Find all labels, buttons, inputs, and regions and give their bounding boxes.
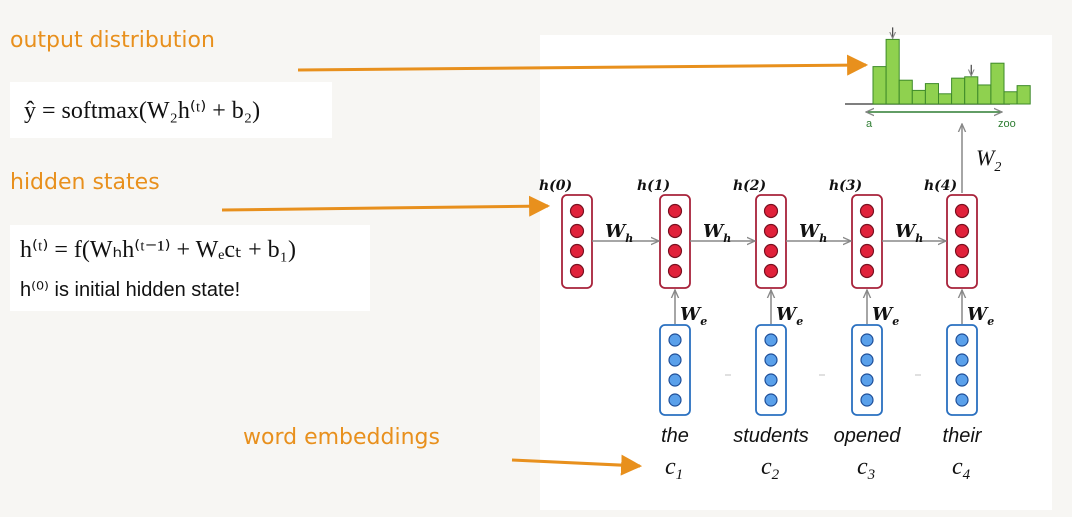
embedding-unit xyxy=(764,333,778,347)
embedding-unit xyxy=(668,353,682,367)
hidden-state-label: h(1) xyxy=(637,178,670,194)
hidden-unit xyxy=(667,223,683,239)
embedding-unit xyxy=(955,393,969,407)
word-label: their xyxy=(943,425,983,447)
histogram-bar xyxy=(990,62,1005,105)
hidden-pointer-arrow xyxy=(221,195,551,217)
embedding-weight-label: We xyxy=(967,304,994,328)
hidden-equation-box: h⁽ᵗ⁾ = f(Wₕh⁽ᵗ⁻¹⁾ + Wₑcₜ + b₁) h⁽⁰⁾ is i… xyxy=(10,225,370,311)
embedding-unit xyxy=(860,393,874,407)
axis-end-label: zoo xyxy=(998,118,1016,130)
embedding-box xyxy=(946,324,978,416)
histogram-bar xyxy=(885,38,900,105)
hidden-unit xyxy=(763,203,779,219)
embedding-weight-label: We xyxy=(680,304,707,328)
hidden-weight-label: Wh xyxy=(895,221,923,245)
hidden-weight-label: Wh xyxy=(799,221,827,245)
hidden-state-label: h(2) xyxy=(733,178,766,194)
word-variable: c3 xyxy=(857,454,875,483)
hidden-unit xyxy=(569,243,585,259)
word-variable: c4 xyxy=(952,454,971,483)
histogram-bar xyxy=(898,79,913,105)
word-embeddings-label: word embeddings xyxy=(243,425,440,450)
hidden-unit xyxy=(569,263,585,279)
embedding-box xyxy=(755,324,787,416)
embedding-unit xyxy=(860,373,874,387)
embedding-unit xyxy=(955,333,969,347)
embedding-unit xyxy=(860,333,874,347)
hidden-unit xyxy=(667,203,683,219)
embedding-unit xyxy=(668,333,682,347)
hidden-unit xyxy=(859,223,875,239)
hidden-unit xyxy=(763,243,779,259)
initial-hidden-note: h⁽⁰⁾ is initial hidden state! xyxy=(20,279,241,301)
output-distribution-label: output distribution xyxy=(10,28,215,53)
embedding-weight-label: We xyxy=(872,304,899,328)
hidden-unit xyxy=(954,263,970,279)
embedding-unit xyxy=(668,373,682,387)
embedding-box xyxy=(659,324,691,416)
embedding-unit xyxy=(764,353,778,367)
hidden-state-label: h(0) xyxy=(539,178,572,194)
hidden-unit xyxy=(667,263,683,279)
hidden-unit xyxy=(763,223,779,239)
hidden-equation: h⁽ᵗ⁾ = f(Wₕh⁽ᵗ⁻¹⁾ + Wₑcₜ + b₁) xyxy=(20,237,297,263)
embedding-weight-label: We xyxy=(776,304,803,328)
histogram-bar xyxy=(911,89,926,105)
word-label: the xyxy=(661,425,689,447)
histogram-bar xyxy=(1003,91,1018,105)
hidden-states-label: hidden states xyxy=(10,170,160,195)
output-equation: ŷ = softmax(W₂h⁽ᵗ⁾ + b₂) xyxy=(24,98,261,124)
embedding-pointer-arrow xyxy=(511,454,643,476)
output-weight-label: W2 xyxy=(976,145,1001,175)
hidden-unit xyxy=(954,203,970,219)
histogram-bar xyxy=(938,93,953,105)
hidden-unit xyxy=(859,203,875,219)
output-histogram: a zoo xyxy=(845,27,1031,130)
embedding-unit xyxy=(860,353,874,367)
word-label: students xyxy=(733,425,809,447)
axis-start-label: a xyxy=(866,118,873,130)
histogram-bar xyxy=(1016,85,1031,105)
embedding-unit xyxy=(955,373,969,387)
histogram-bar xyxy=(977,84,992,105)
hidden-layer xyxy=(561,124,978,289)
histogram-bar xyxy=(951,77,966,105)
word-variable: c1 xyxy=(665,454,683,483)
embedding-layer xyxy=(659,290,978,416)
hidden-unit xyxy=(859,263,875,279)
hidden-weight-label: Wh xyxy=(703,221,731,245)
output-pointer-arrow xyxy=(297,54,869,76)
embedding-box xyxy=(851,324,883,416)
hidden-unit xyxy=(954,243,970,259)
embedding-unit xyxy=(764,373,778,387)
hidden-state-label: h(4) xyxy=(924,178,957,194)
hidden-unit xyxy=(859,243,875,259)
hidden-state-label: h(3) xyxy=(829,178,862,194)
histogram-bar xyxy=(924,83,940,105)
hidden-state-box xyxy=(946,194,978,289)
word-label: opened xyxy=(834,425,902,447)
histogram-bar xyxy=(872,66,887,105)
hidden-unit xyxy=(569,223,585,239)
output-equation-box: ŷ = softmax(W₂h⁽ᵗ⁾ + b₂) xyxy=(10,82,332,138)
embedding-unit xyxy=(955,353,969,367)
embedding-unit xyxy=(764,393,778,407)
embedding-unit xyxy=(668,393,682,407)
word-variable: c2 xyxy=(761,454,780,483)
hidden-unit xyxy=(667,243,683,259)
hidden-weight-label: Wh xyxy=(605,221,633,245)
hidden-unit xyxy=(954,223,970,239)
hidden-unit xyxy=(569,203,585,219)
hidden-unit xyxy=(763,263,779,279)
histogram-bar xyxy=(964,76,979,105)
